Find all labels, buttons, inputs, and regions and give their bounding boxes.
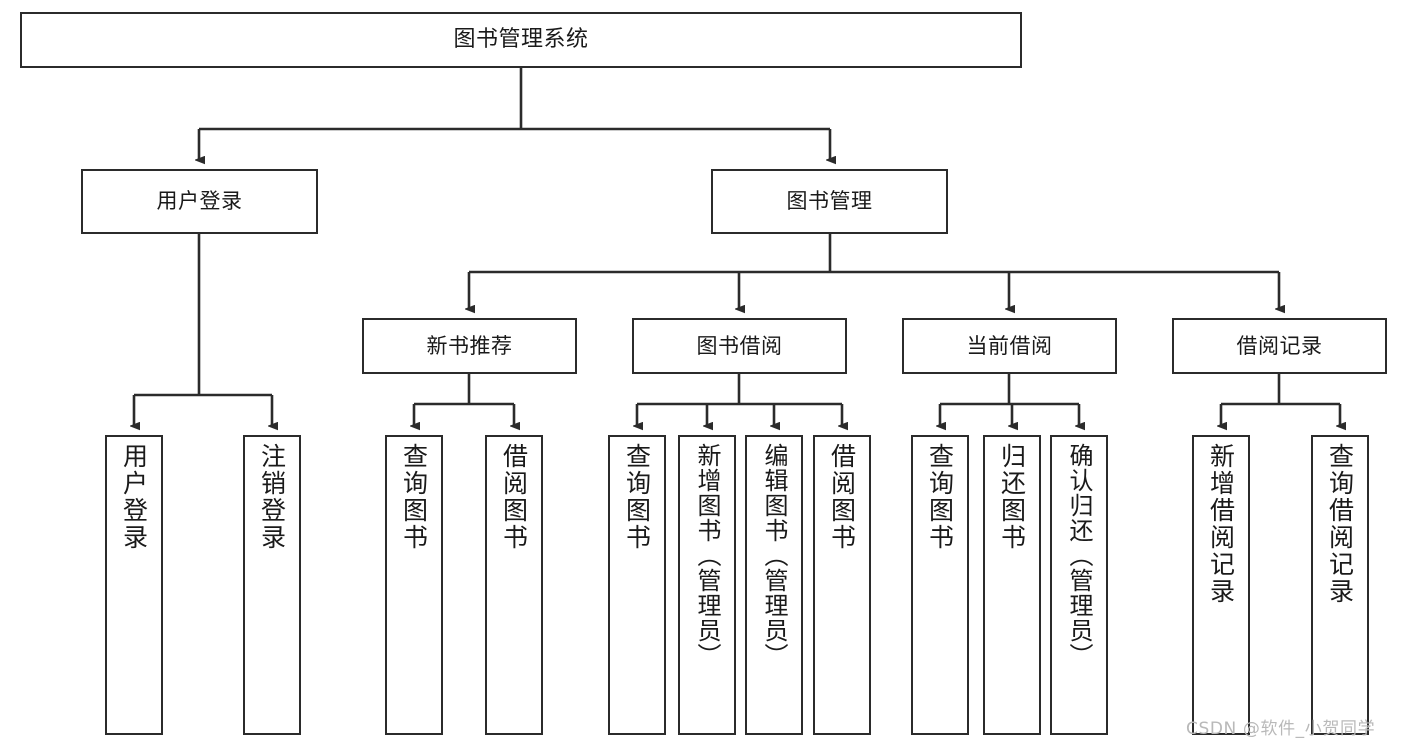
node-leaf-query-borrow-record[interactable]: 查询借阅记录 <box>1311 435 1369 735</box>
node-leaf-query-book-current[interactable]: 查询图书 <box>911 435 969 735</box>
node-leaf-logout[interactable]: 注销登录 <box>243 435 301 735</box>
node-label: 查询图书 <box>925 443 955 551</box>
node-label: 注销登录 <box>257 443 287 551</box>
node-label: 新增借阅记录 <box>1206 443 1236 605</box>
node-leaf-add-book[interactable]: 新增图书（管理员） <box>678 435 736 735</box>
node-label: 当前借阅 <box>966 333 1053 358</box>
node-label: 确认归还（管理员） <box>1065 443 1093 668</box>
node-label: 查询图书 <box>399 443 429 551</box>
node-label: 借阅记录 <box>1236 333 1323 358</box>
node-leaf-query-book-recommend[interactable]: 查询图书 <box>385 435 443 735</box>
node-leaf-borrow-book[interactable]: 借阅图书 <box>813 435 871 735</box>
node-borrow-record[interactable]: 借阅记录 <box>1172 318 1387 374</box>
node-book-manage[interactable]: 图书管理 <box>711 169 948 234</box>
node-book-borrow[interactable]: 图书借阅 <box>632 318 847 374</box>
node-user-login[interactable]: 用户登录 <box>81 169 318 234</box>
node-current-borrow[interactable]: 当前借阅 <box>902 318 1117 374</box>
node-label: 查询借阅记录 <box>1325 443 1355 605</box>
node-leaf-add-borrow-record[interactable]: 新增借阅记录 <box>1192 435 1250 735</box>
node-leaf-user-login[interactable]: 用户登录 <box>105 435 163 735</box>
node-label: 查询图书 <box>622 443 652 551</box>
node-label: 图书管理 <box>786 189 873 214</box>
node-leaf-confirm-return[interactable]: 确认归还（管理员） <box>1050 435 1108 735</box>
node-root-system[interactable]: 图书管理系统 <box>20 12 1022 68</box>
node-label: 借阅图书 <box>499 443 529 551</box>
node-label: 新增图书（管理员） <box>693 443 721 668</box>
node-label: 用户登录 <box>119 443 149 551</box>
node-leaf-edit-book[interactable]: 编辑图书（管理员） <box>745 435 803 735</box>
node-leaf-borrow-book-recommend[interactable]: 借阅图书 <box>485 435 543 735</box>
node-new-book-recommend[interactable]: 新书推荐 <box>362 318 577 374</box>
node-label: 用户登录 <box>156 189 243 214</box>
node-label: 新书推荐 <box>426 333 513 358</box>
node-leaf-query-book[interactable]: 查询图书 <box>608 435 666 735</box>
node-label: 图书借阅 <box>696 333 783 358</box>
node-leaf-return-book[interactable]: 归还图书 <box>983 435 1041 735</box>
node-label: 借阅图书 <box>827 443 857 551</box>
node-label: 图书管理系统 <box>453 27 589 53</box>
node-label: 编辑图书（管理员） <box>760 443 788 668</box>
watermark-text: CSDN @软件_小贺同学 <box>1186 719 1376 739</box>
node-label: 归还图书 <box>997 443 1027 551</box>
